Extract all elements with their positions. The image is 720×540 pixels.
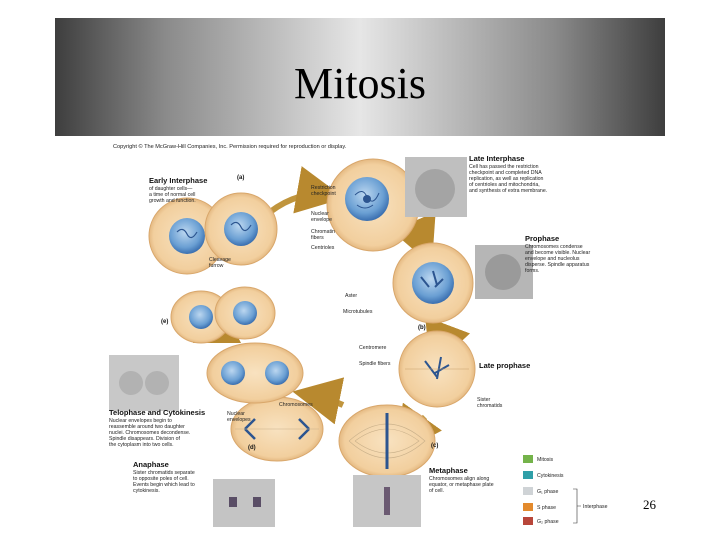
chromosomes-label: Chromosomes: [279, 402, 313, 408]
late-interphase-title: Late Interphase: [469, 154, 524, 163]
telophase-title: Telophase and Cytokinesis: [109, 408, 205, 417]
page-number: 26: [643, 497, 656, 512]
sister-chromatids-label: chromatids: [477, 403, 503, 409]
metaphase-line: equator, or metaphase plate: [429, 482, 494, 488]
sister-chromatids-label: Sister: [477, 397, 491, 403]
telophase-cell: [206, 342, 304, 404]
legend-label: G₁ phase: [537, 489, 558, 495]
telophase-line: Spindle disappears. Division of: [109, 436, 180, 442]
legend-swatch-g1: [523, 487, 533, 495]
chromatin-label: Chromatin: [311, 229, 335, 235]
metaphase-title: Metaphase: [429, 466, 468, 475]
micrograph-anaphase: [213, 479, 275, 527]
late-interphase-line: of centrioles and mitochondria,: [469, 182, 540, 188]
slide-title: Mitosis: [293, 59, 427, 108]
cleavage-furrow-label: Cleavage: [209, 257, 231, 263]
late-interphase-line: checkpoint and completed DNA: [469, 170, 542, 176]
panel-b-label: (b): [418, 325, 426, 331]
legend-interphase-label: Interphase: [583, 504, 608, 510]
centrioles-label: Centrioles: [311, 245, 335, 251]
late-interphase-cell: [326, 158, 420, 252]
anaphase-cell: [230, 396, 324, 462]
metaphase-line: Chromosomes align along: [429, 476, 489, 482]
telophase-line: reassemble around two daughter: [109, 424, 185, 430]
cycle-arrow: [292, 377, 345, 425]
anaphase-line: to opposite poles of cell.: [133, 476, 189, 482]
prophase-line: and become visible. Nuclear: [525, 250, 590, 256]
nuclear-envelopes-label: envelopes: [227, 417, 251, 423]
anaphase-line: cytokinesis.: [133, 488, 160, 494]
interphase-bracket: [573, 488, 581, 524]
panel-e-label: (e): [161, 319, 168, 325]
late-interphase-line: and synthesis of extra membrane.: [469, 188, 547, 194]
anaphase-line: Sister chromatids separate: [133, 470, 195, 476]
metaphase-line: of cell.: [429, 488, 444, 494]
nuclear-envelopes-label: Nuclear: [227, 411, 245, 417]
telophase-line: Nuclear envelopes begin to: [109, 418, 172, 424]
legend-label: Cytokinesis: [537, 473, 564, 479]
prophase-cell: [392, 242, 474, 324]
legend-label: S phase: [537, 505, 556, 511]
microtubules-label: Microtubules: [343, 309, 373, 315]
nuclear-envelope-label: envelope: [311, 217, 332, 223]
legend-swatch-g2: [523, 517, 533, 525]
prophase-line: envelope and nucleolus: [525, 256, 580, 262]
prophase-line: Chromosomes condense: [525, 244, 583, 250]
early-interphase-line: of daughter cells—: [149, 186, 193, 192]
mitosis-figure: Copyright © The McGraw-Hill Companies, I…: [109, 143, 608, 527]
title-banner: Mitosis: [55, 18, 665, 136]
telophase-line: the cytoplasm into two cells.: [109, 442, 174, 448]
late-prophase-title: Late prophase: [479, 361, 530, 370]
cleavage-furrow-label: furrow: [209, 263, 224, 269]
legend-swatch-mitosis: [523, 455, 533, 463]
panel-a-label: (a): [237, 175, 244, 181]
restriction-checkpoint-label: Restriction: [311, 185, 336, 191]
restriction-checkpoint-label: checkpoint: [311, 191, 336, 197]
telophase-line: nuclei. Chromosomes decondense.: [109, 430, 190, 436]
cytokinesis-cell: [170, 286, 276, 344]
early-interphase-line: growth and function.: [149, 198, 196, 204]
legend-label: G₂ phase: [537, 519, 559, 525]
legend-label: Mitosis: [537, 457, 554, 463]
prophase-line: forms.: [525, 268, 539, 274]
early-interphase-title: Early Interphase: [149, 176, 207, 185]
chromatin-label: fibers: [311, 235, 324, 241]
copyright-line: Copyright © The McGraw-Hill Companies, I…: [113, 143, 347, 150]
early-interphase-cells: [148, 192, 278, 275]
prophase-title: Prophase: [525, 234, 559, 243]
panel-c-label: (c): [431, 443, 438, 449]
phase-legend: Mitosis Cytokinesis G₁ phase S phase G₂ …: [523, 455, 608, 525]
cycle-arrow: [268, 166, 345, 215]
spindle-fibers-label: Spindle fibers: [359, 361, 391, 367]
nuclear-envelope-label: Nuclear: [311, 211, 329, 217]
legend-swatch-s: [523, 503, 533, 511]
late-interphase-line: replication, as well as replication: [469, 176, 544, 182]
late-interphase-line: Cell has passed the restriction: [469, 164, 539, 170]
late-prophase-cell: [398, 330, 476, 408]
metaphase-cell: [338, 404, 436, 478]
centromere-label: Centromere: [359, 345, 387, 351]
aster-label: Aster: [345, 293, 357, 299]
anaphase-title: Anaphase: [133, 460, 169, 469]
prophase-line: disperse. Spindle apparatus: [525, 262, 590, 268]
panel-d-label: (d): [248, 445, 256, 451]
anaphase-line: Events begin which lead to: [133, 482, 195, 488]
early-interphase-line: a time of normal cell: [149, 192, 195, 198]
legend-swatch-cytokinesis: [523, 471, 533, 479]
